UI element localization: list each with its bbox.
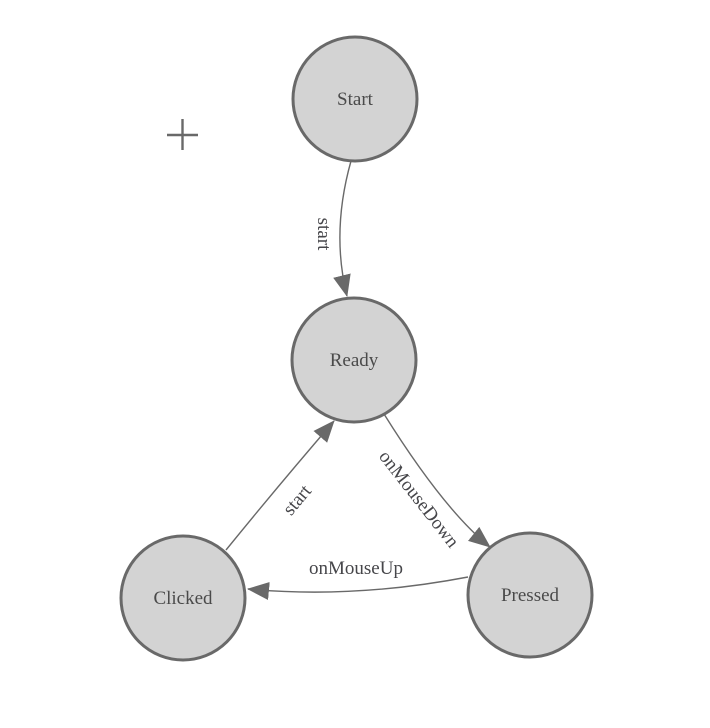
edge-label-onmousedown: onMouseDown — [374, 447, 463, 553]
edge-ready-to-pressed: onMouseDown — [374, 413, 491, 553]
node-clicked[interactable]: Clicked — [119, 534, 247, 662]
edge-line-clicked-to-ready[interactable] — [225, 420, 335, 551]
plus-icon[interactable] — [167, 119, 198, 150]
edge-line-pressed-to-clicked[interactable] — [247, 576, 469, 600]
node-start-label: Start — [337, 89, 374, 110]
edge-label-start-2: start — [279, 480, 317, 519]
node-ready-circle[interactable] — [290, 296, 418, 424]
node-pressed-circle[interactable] — [466, 531, 594, 659]
edge-start-to-ready: start — [313, 160, 352, 297]
edge-label-onmouseup: onMouseUp — [309, 558, 403, 579]
node-clicked-circle[interactable] — [119, 534, 247, 662]
edge-pressed-to-clicked: onMouseUp — [247, 558, 469, 600]
edge-line-ready-to-pressed[interactable] — [383, 413, 491, 548]
node-ready-label: Ready — [330, 350, 379, 371]
edge-label-start-1: start — [313, 218, 334, 251]
node-pressed-label: Pressed — [501, 585, 560, 606]
edge-line-start-to-ready[interactable] — [333, 160, 352, 297]
node-pressed[interactable]: Pressed — [466, 531, 594, 659]
node-ready[interactable]: Ready — [290, 296, 418, 424]
node-start[interactable]: Start — [291, 35, 419, 163]
edge-clicked-to-ready: start — [225, 420, 335, 551]
node-start-circle[interactable] — [291, 35, 419, 163]
node-clicked-label: Clicked — [153, 588, 213, 609]
